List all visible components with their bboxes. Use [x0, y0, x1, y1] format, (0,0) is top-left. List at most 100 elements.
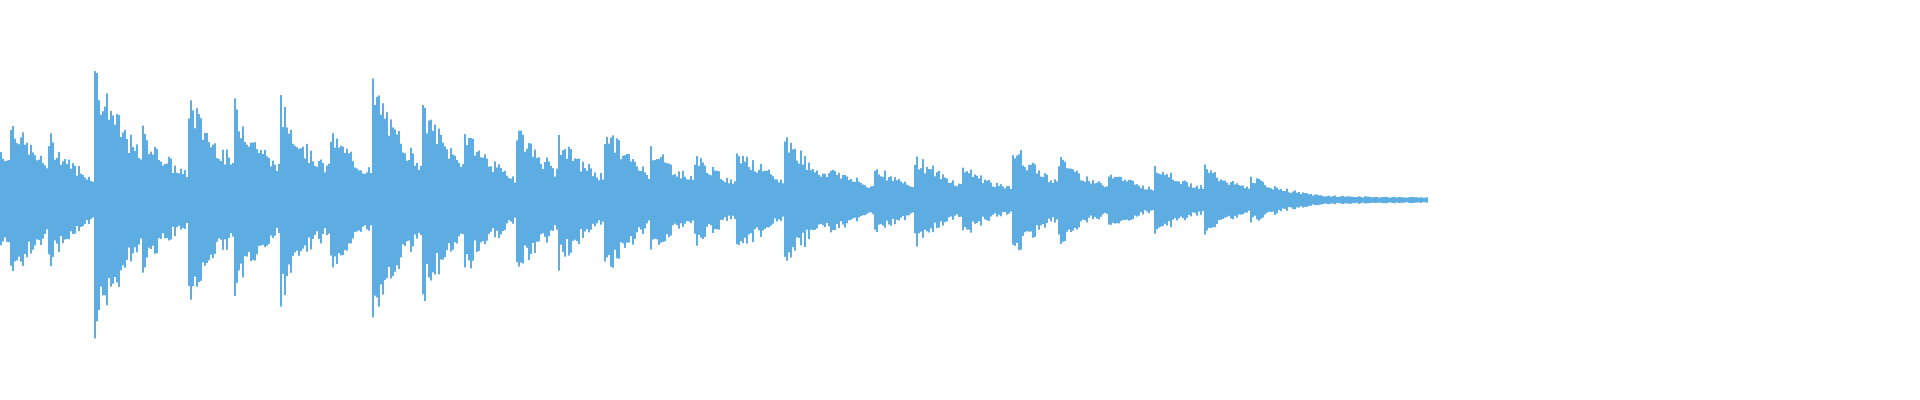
waveform-bar: [970, 169, 972, 233]
waveform-bar: [206, 132, 208, 264]
waveform-bar: [328, 163, 330, 234]
waveform-bar: [82, 174, 84, 227]
waveform-bar: [858, 181, 860, 218]
waveform-bar: [90, 180, 92, 219]
waveform-bar: [458, 162, 460, 237]
waveform-bar: [124, 129, 126, 268]
waveform-bar: [546, 157, 548, 243]
waveform-bar: [1148, 186, 1150, 214]
waveform-bar: [738, 156, 740, 245]
waveform-bar: [264, 149, 266, 248]
waveform-bar: [1408, 197, 1410, 203]
waveform-bar: [672, 175, 674, 226]
waveform-bar: [1356, 197, 1358, 203]
waveform-bar: [992, 186, 994, 215]
waveform-bar: [836, 174, 838, 225]
waveform-bar: [1296, 192, 1298, 208]
waveform-bar: [322, 162, 324, 234]
waveform-bar: [960, 183, 962, 217]
waveform-bar: [1166, 174, 1168, 226]
waveform-bar: [1062, 159, 1064, 242]
waveform-bar: [1260, 180, 1262, 219]
waveform-bar: [852, 181, 854, 219]
waveform-bar: [396, 134, 398, 266]
waveform-bar: [1048, 182, 1050, 219]
waveform-bar: [176, 172, 178, 228]
waveform-bar: [528, 143, 530, 261]
waveform-bar: [132, 146, 134, 254]
waveform-bar: [434, 124, 436, 275]
waveform-bar: [42, 163, 44, 239]
waveform-bar: [638, 170, 640, 228]
waveform-bar: [470, 138, 472, 269]
waveform-bar: [690, 175, 692, 224]
waveform-bar: [688, 179, 690, 222]
waveform-bar: [442, 142, 444, 260]
waveform-bar: [1160, 174, 1162, 227]
waveform-bar: [1336, 196, 1338, 204]
waveform-bar: [246, 144, 248, 257]
waveform-bar: [136, 144, 138, 253]
waveform-bar: [620, 159, 622, 243]
waveform-bar: [466, 145, 468, 255]
waveform-bar: [1252, 182, 1254, 218]
waveform-bar: [572, 161, 574, 241]
waveform-bar: [684, 176, 686, 224]
waveform-bar: [856, 177, 858, 222]
waveform-bar: [1182, 181, 1184, 219]
waveform-bar: [562, 150, 564, 252]
waveform-bar: [514, 182, 516, 218]
waveform-bar: [1278, 189, 1280, 210]
waveform-bar: [412, 153, 414, 247]
waveform-bar: [612, 135, 614, 268]
waveform-bar: [286, 127, 288, 277]
waveform-bar: [1050, 180, 1052, 222]
waveform-bar: [1334, 195, 1336, 205]
waveform-bar: [1208, 172, 1210, 228]
waveform-bar: [1380, 197, 1382, 203]
waveform-bar: [1282, 190, 1284, 209]
waveform-bar: [968, 173, 970, 230]
waveform-bar: [576, 158, 578, 242]
waveform-bar: [1060, 156, 1062, 245]
waveform-bar: [588, 164, 590, 233]
waveform-bar: [840, 178, 842, 222]
waveform-bar: [880, 176, 882, 225]
waveform-bar: [408, 160, 410, 241]
waveform-bar: [606, 136, 608, 258]
waveform-bar: [984, 179, 986, 220]
waveform-bar: [472, 138, 474, 261]
waveform-bar: [994, 186, 996, 214]
waveform-bar: [506, 175, 508, 224]
waveform-bar: [1154, 166, 1156, 234]
waveform-bar: [1338, 196, 1340, 203]
waveform-bar: [340, 145, 342, 256]
waveform-bar: [376, 96, 378, 298]
waveform-bar: [22, 132, 24, 266]
waveform-bar: [356, 168, 358, 232]
waveform-bar: [1098, 181, 1100, 220]
waveform-bar: [924, 173, 926, 230]
waveform-bar: [1204, 164, 1206, 235]
waveform-bar: [752, 160, 754, 242]
waveform-bar: [444, 146, 446, 258]
waveform-bar: [1002, 186, 1004, 213]
waveform-bar: [646, 174, 648, 224]
waveform-bar: [58, 152, 60, 253]
waveform-bar: [146, 140, 148, 258]
waveform-bar: [362, 173, 364, 227]
waveform-bar: [846, 176, 848, 224]
waveform-bar: [560, 154, 562, 245]
waveform-bar: [504, 170, 506, 230]
waveform-bar: [1326, 196, 1328, 204]
waveform-bar: [36, 160, 38, 240]
waveform-bar: [570, 149, 572, 253]
waveform-bar: [1114, 176, 1116, 224]
waveform-bar: [406, 160, 408, 242]
waveform-bar: [174, 165, 176, 237]
waveform-bar: [196, 108, 198, 287]
waveform-bar: [1212, 173, 1214, 228]
waveform-bar: [460, 166, 462, 234]
waveform-bar: [226, 149, 228, 250]
